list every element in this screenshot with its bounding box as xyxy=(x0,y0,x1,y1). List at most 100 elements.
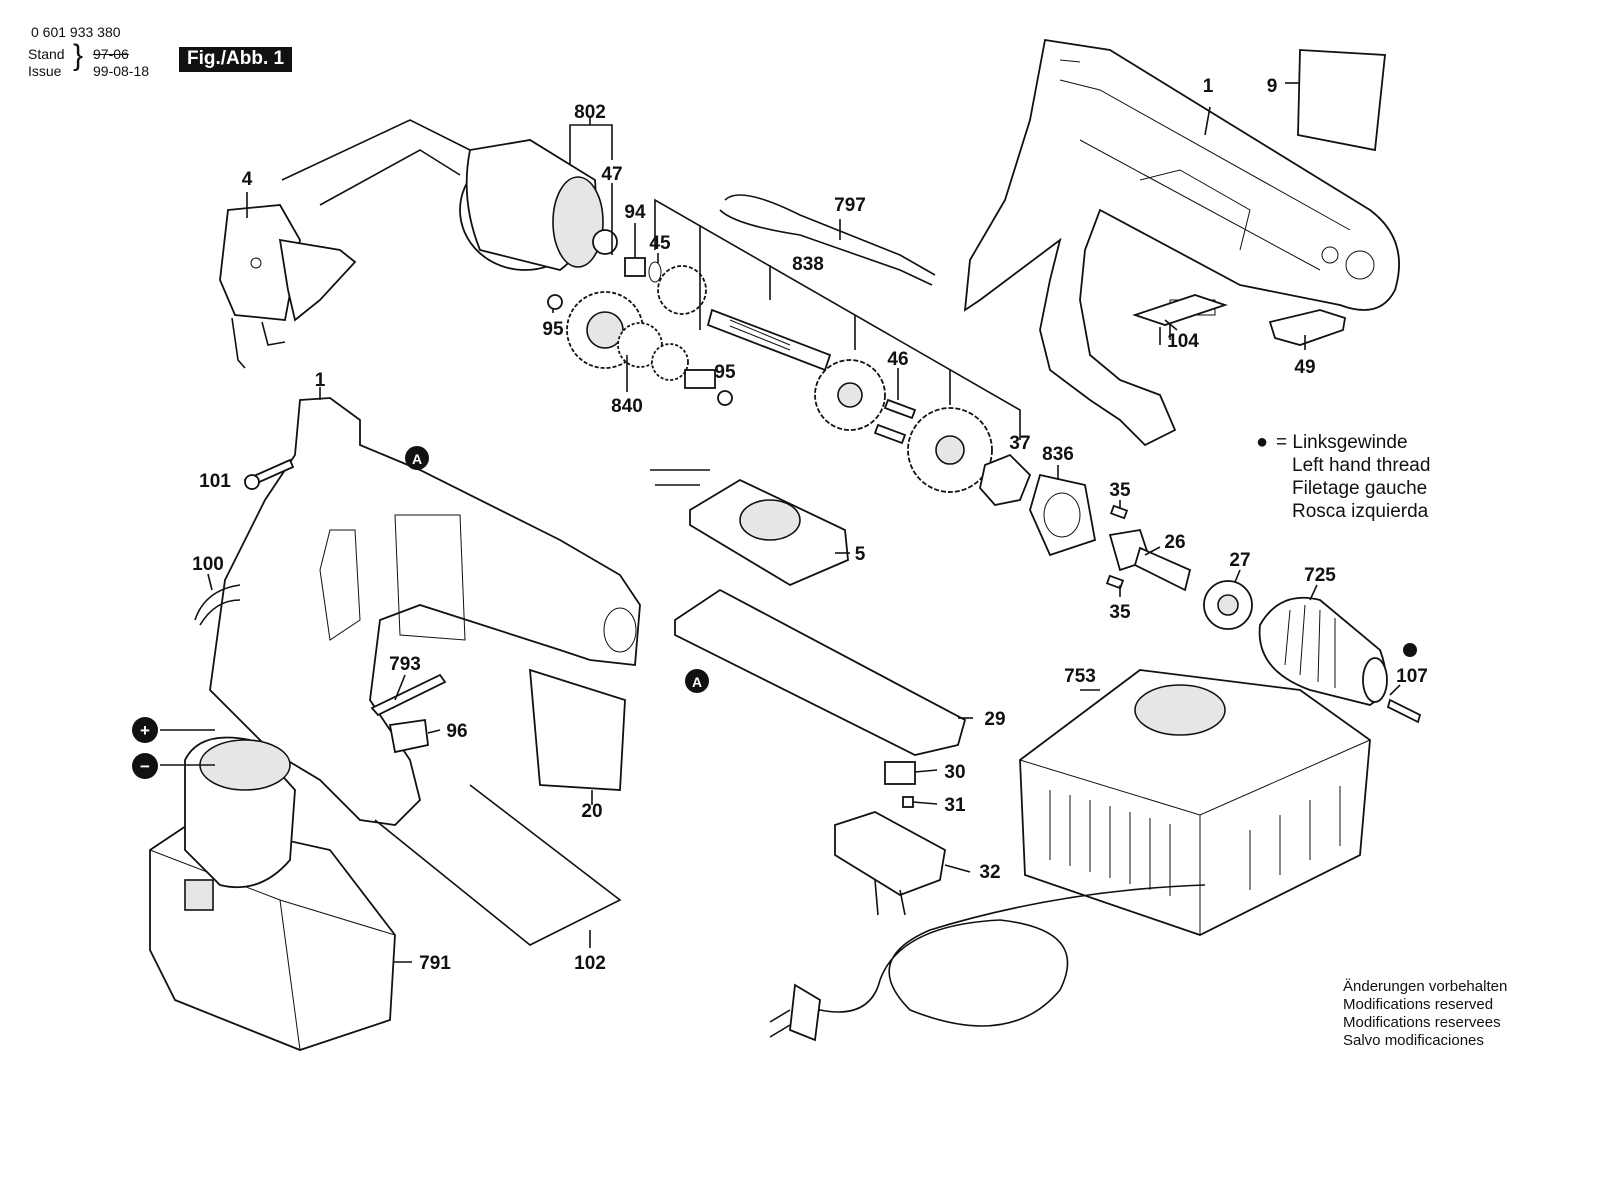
label-20: 20 xyxy=(581,801,602,822)
label-26: 26 xyxy=(1164,532,1185,553)
legend-line-1: = Linksgewinde xyxy=(1276,432,1408,453)
battery-pack-791 xyxy=(149,736,396,1051)
part-104 xyxy=(1132,294,1228,345)
footer-line-4: Salvo modificaciones xyxy=(1343,1032,1484,1049)
strap-797 xyxy=(719,194,936,286)
motor-802 xyxy=(281,119,618,271)
polarity-lines xyxy=(160,729,215,766)
label-753: 753 xyxy=(1064,666,1096,687)
label-793: 793 xyxy=(389,654,421,675)
label-100: 100 xyxy=(192,554,224,575)
label-46: 46 xyxy=(887,349,908,370)
label-102: 102 xyxy=(574,953,606,974)
issue-label: Issue xyxy=(28,63,62,79)
label-31: 31 xyxy=(944,795,966,816)
label-9: 9 xyxy=(1267,76,1278,97)
stand-label: Stand xyxy=(28,46,65,62)
legend-line-3: Filetage gauche xyxy=(1292,478,1428,499)
ref-a-circle-1 xyxy=(405,446,429,470)
legend-line-4: Rosca izquierda xyxy=(1292,501,1429,522)
housing-half-left xyxy=(209,397,641,826)
ref-a-2: A xyxy=(692,674,702,690)
cover-29 xyxy=(674,588,967,756)
bearing-94 xyxy=(624,257,646,277)
screw-107 xyxy=(1386,698,1422,724)
contact-holder-32-legs xyxy=(874,879,906,916)
selector-5 xyxy=(650,469,849,587)
switch-4 xyxy=(219,204,357,369)
bracket-802 xyxy=(569,118,613,165)
figure-label: Fig./Abb. 1 xyxy=(179,47,293,72)
pin-35-a xyxy=(1109,504,1129,520)
gear-stack-840 xyxy=(566,291,716,389)
stand-value: 97-06 xyxy=(93,46,129,62)
footer-line-1: Änderungen vorbehalten xyxy=(1343,978,1508,995)
label-4: 4 xyxy=(242,169,253,190)
label-29: 29 xyxy=(984,709,1005,730)
bracket-838 xyxy=(654,198,1021,440)
pin-46-b xyxy=(873,423,907,445)
coupling-836 xyxy=(979,453,1032,506)
ball-95-a xyxy=(547,294,563,310)
minus-symbol-circle xyxy=(132,753,158,779)
minus-symbol: − xyxy=(140,757,150,776)
bearing-27-bore xyxy=(1217,594,1239,616)
gear-37-hub xyxy=(935,435,965,465)
doc-number: 0 601 933 380 xyxy=(31,24,121,40)
ref-a-circle-2 xyxy=(685,669,709,693)
plus-symbol-circle xyxy=(132,717,158,743)
label-104: 104 xyxy=(1167,331,1199,352)
label-96: 96 xyxy=(446,721,467,742)
plus-symbol: + xyxy=(140,721,150,740)
label-836: 836 xyxy=(1042,444,1074,465)
pin-46-a xyxy=(883,398,917,420)
ball-95-b xyxy=(717,390,733,406)
pin-35-b xyxy=(1105,574,1125,590)
power-cord xyxy=(799,884,1206,1027)
shaft-838 xyxy=(706,308,832,372)
cable-100 xyxy=(194,584,241,626)
nameplate-9 xyxy=(1297,49,1386,152)
clip-96 xyxy=(388,718,429,754)
label-35-a: 35 xyxy=(1109,480,1131,501)
issue-value: 99-08-18 xyxy=(93,63,150,79)
label-45: 45 xyxy=(649,233,671,254)
housing-half-right xyxy=(963,38,1400,447)
ring-836 xyxy=(1029,473,1097,557)
gear-46-hub xyxy=(837,382,863,408)
spindle-26 xyxy=(1108,528,1192,592)
washer-45 xyxy=(648,261,662,283)
label-49: 49 xyxy=(1294,357,1315,378)
plate-20 xyxy=(528,668,626,791)
brace: } xyxy=(73,39,84,72)
screw-101-head xyxy=(244,474,260,490)
legend-line-2: Left hand thread xyxy=(1292,455,1431,476)
label-30: 30 xyxy=(944,762,965,783)
label-791: 791 xyxy=(419,953,451,974)
plug-pins xyxy=(769,1009,791,1038)
wire-102 xyxy=(374,784,622,946)
plug xyxy=(789,983,821,1042)
bit-793 xyxy=(370,673,447,717)
left-hand-thread-dot xyxy=(1403,643,1417,657)
gear-small xyxy=(657,265,707,315)
label-101: 101 xyxy=(199,471,231,492)
label-95-a: 95 xyxy=(542,319,564,340)
label-725: 725 xyxy=(1304,565,1336,586)
chuck-725 xyxy=(1258,596,1388,706)
footer-line-3: Modifications reservees xyxy=(1343,1014,1501,1031)
label-95-b: 95 xyxy=(714,362,736,383)
ref-a-1: A xyxy=(412,451,422,467)
part-31 xyxy=(902,796,914,808)
label-1-left: 1 xyxy=(315,370,326,391)
part-49 xyxy=(1268,309,1347,346)
part-number-labels: 1 9 802 47 4 94 45 797 838 95 95 840 104… xyxy=(192,76,1428,974)
label-838: 838 xyxy=(792,254,824,275)
charger-753 xyxy=(1019,669,1371,936)
legend-bullet: ● xyxy=(1256,431,1269,453)
label-94: 94 xyxy=(624,202,646,223)
label-35-b: 35 xyxy=(1109,602,1131,623)
label-797: 797 xyxy=(834,195,866,216)
